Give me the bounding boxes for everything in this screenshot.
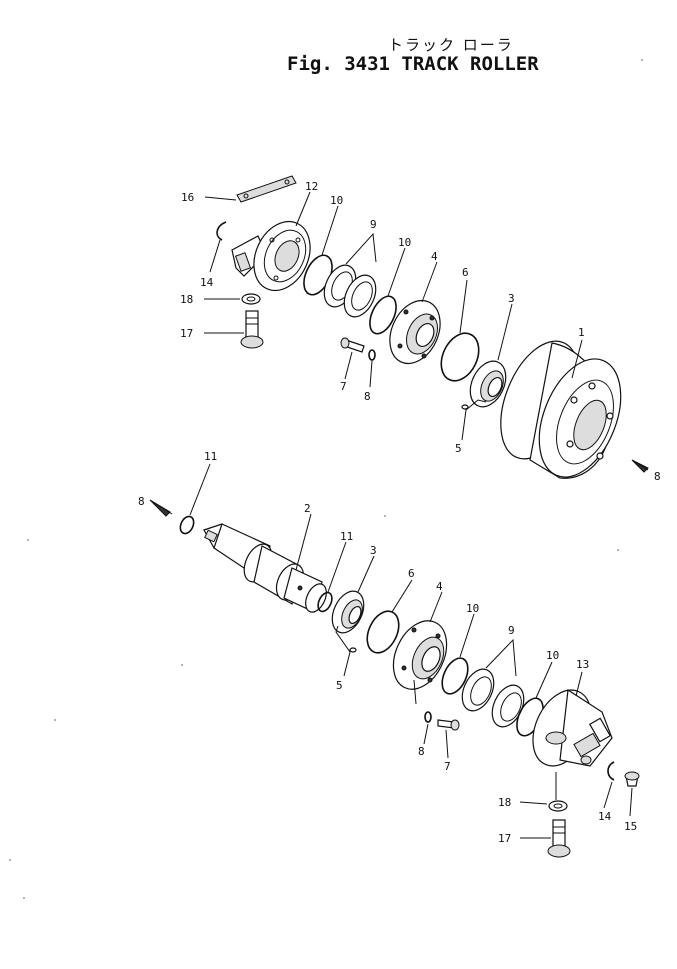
callout-11-left: 11 (204, 450, 217, 463)
callout-3-lower: 3 (370, 544, 377, 557)
leader-5-lower (335, 625, 351, 677)
leader-10-c (459, 613, 475, 658)
part-2-roller-shaft (203, 523, 327, 613)
part-17-bolt-upper (240, 310, 264, 349)
leader-connect-4 (413, 679, 417, 705)
callout-14-lower: 14 (598, 810, 612, 823)
leader-8-upper (369, 360, 373, 388)
part-10-o-ring-b (369, 295, 397, 335)
callout-3-upper: 3 (508, 292, 515, 305)
part-14-snap-ring-upper (216, 221, 227, 241)
part-17-bolt-lower (547, 819, 571, 858)
part-11-o-ring-left (179, 515, 195, 535)
part-3-bushing-lower (331, 590, 365, 634)
leader-12 (295, 191, 311, 227)
leader-11-right (327, 541, 347, 593)
callout-18-lower: 18 (498, 796, 511, 809)
part-6-o-ring-upper (440, 332, 480, 382)
callout-6-lower: 6 (408, 567, 415, 580)
part-5-pin-lower (349, 647, 357, 653)
leader-4-upper (421, 261, 438, 303)
callout-5-lower: 5 (336, 679, 343, 692)
part-4-collar-flange-upper (389, 299, 441, 365)
leader-6-upper (459, 279, 468, 334)
callout-12: 12 (305, 180, 318, 193)
callout-18-upper: 18 (180, 293, 193, 306)
leader-9-upper (345, 232, 377, 265)
callout-13: 13 (576, 658, 589, 671)
callout-1: 1 (578, 326, 585, 339)
leader-7-upper (344, 351, 353, 380)
leader-9-lower (485, 638, 517, 677)
leader-10-b (387, 247, 406, 297)
leader-14-lower (603, 781, 613, 809)
callout-9-lower: 9 (508, 624, 515, 637)
callout-7-lower: 7 (444, 760, 451, 773)
callout-8-right: 8 (654, 470, 661, 483)
leader-5-upper (461, 399, 487, 441)
part-9-floating-seal-lower (461, 668, 525, 728)
leader-18-lower (519, 801, 548, 805)
part-16-lock-plate (236, 175, 297, 203)
title-japanese: トラック ローラ (388, 36, 514, 54)
figure-title: Fig. 3431 TRACK ROLLER (287, 53, 539, 75)
callout-15: 15 (624, 820, 637, 833)
callout-16: 16 (181, 191, 194, 204)
part-10-o-ring-c (441, 657, 469, 695)
part-8-lock-washer-upper (368, 349, 376, 361)
callout-8-left: 8 (138, 495, 145, 508)
callout-4-lower: 4 (436, 580, 443, 593)
callout-6-upper: 6 (462, 266, 469, 279)
part-18-washer-lower (548, 800, 568, 812)
leader-1 (571, 339, 583, 379)
callout-8-lower: 8 (418, 745, 425, 758)
callout-8-upper: 8 (364, 390, 371, 403)
callout-9-upper: 9 (370, 218, 377, 231)
callout-17-upper: 17 (180, 327, 193, 340)
leader-4-lower (429, 591, 443, 623)
callout-10-b: 10 (398, 236, 411, 249)
leader-6-lower (391, 579, 413, 613)
part-18-washer-upper (241, 293, 261, 305)
leader-14-upper (209, 239, 221, 273)
leader-10-a (321, 205, 339, 256)
part-1-roller-shell (500, 340, 622, 479)
leader-11-left (189, 463, 211, 516)
part-5-pin-upper (461, 404, 469, 410)
leader-2 (295, 513, 312, 571)
leader-15 (629, 787, 633, 817)
leader-10-d (535, 661, 553, 699)
callout-17-lower: 17 (498, 832, 511, 845)
callout-10-a: 10 (330, 194, 343, 207)
callout-14-upper: 14 (200, 276, 214, 289)
part-14-snap-ring-lower (607, 761, 615, 781)
part-3-bushing-upper (469, 360, 507, 408)
leader-3-lower (357, 555, 375, 593)
part-4-collar-flange-lower (392, 620, 448, 690)
part-8-lock-washer-lower (424, 711, 432, 723)
part-7-bolt-lower (437, 719, 460, 731)
part-9-floating-seal-upper (323, 264, 377, 318)
callout-10-d: 10 (546, 649, 559, 662)
callout-2: 2 (304, 502, 311, 515)
leader-3-upper (497, 303, 513, 361)
callout-11-right: 11 (340, 530, 353, 543)
scan-specks (9, 59, 643, 899)
part-11-o-ring-right (317, 591, 333, 613)
part-13-collar (532, 688, 613, 767)
leader-7-lower (445, 729, 449, 759)
callout-10-c: 10 (466, 602, 479, 615)
part-15-bolt (624, 771, 640, 787)
callout-7-upper: 7 (340, 380, 347, 393)
callout-5-upper: 5 (455, 442, 462, 455)
leader-8-lower (423, 723, 429, 745)
part-12-collar (231, 220, 311, 292)
callout-4-upper: 4 (431, 250, 438, 263)
part-7-bolt-upper (340, 337, 365, 353)
leader-13 (575, 671, 583, 697)
leader-16 (204, 196, 237, 201)
